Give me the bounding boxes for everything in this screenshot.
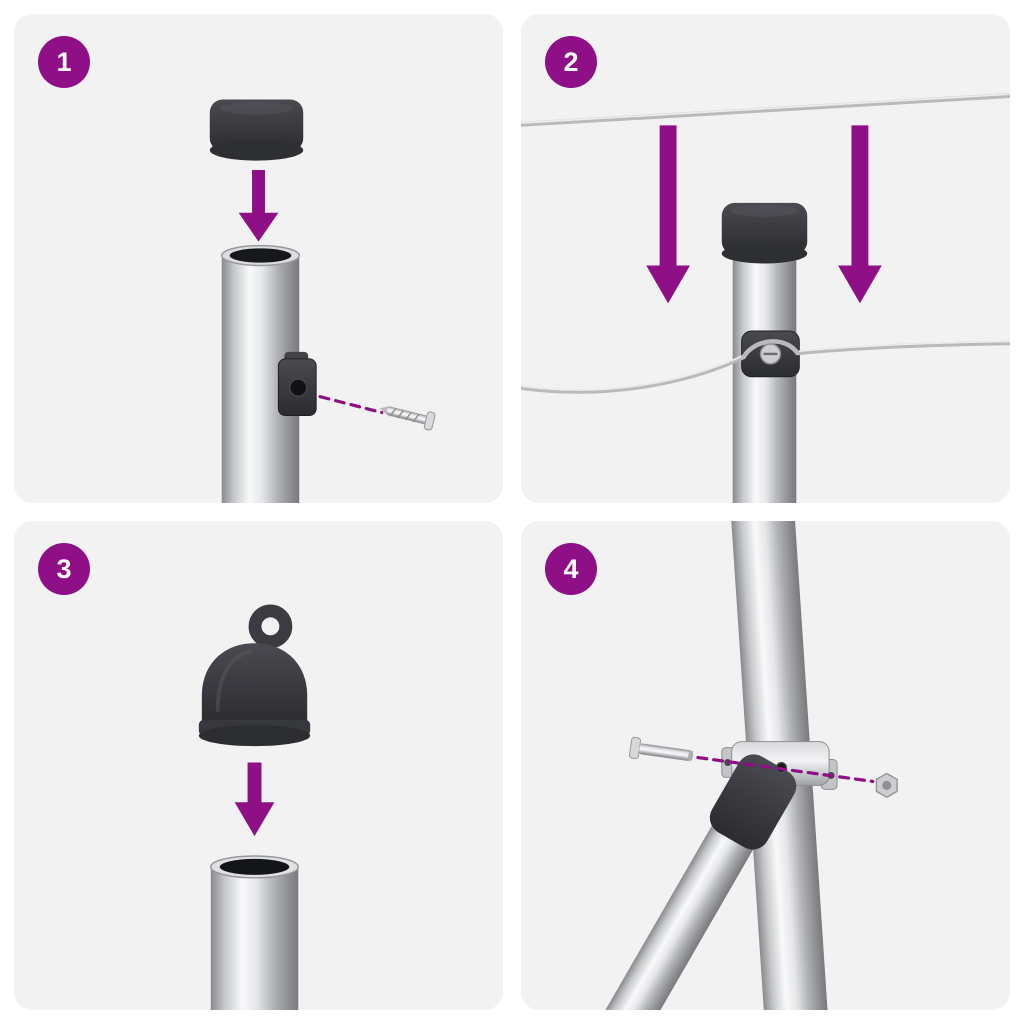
post-cap — [721, 202, 808, 264]
step-3-illustration — [198, 604, 311, 1010]
step-number-badge: 1 — [38, 36, 90, 88]
bolt — [629, 736, 694, 762]
down-arrow-icon — [238, 170, 279, 242]
down-arrow-left-icon — [646, 125, 690, 304]
eyelet-cap — [198, 604, 311, 747]
step-number-badge: 2 — [545, 36, 597, 88]
metal-post — [732, 252, 797, 503]
step-panel-4: 4 — [521, 521, 1010, 1010]
nut — [875, 772, 898, 799]
step-2-illustration — [521, 93, 1010, 503]
step-number-badge: 4 — [545, 543, 597, 595]
clamp-screw — [759, 343, 782, 365]
step-panel-3: 3 — [14, 521, 503, 1010]
step-number-badge: 3 — [38, 543, 90, 595]
step-number: 4 — [563, 553, 579, 584]
metal-tube — [210, 855, 300, 1010]
bolt-guide-line — [696, 755, 875, 783]
step-number: 3 — [56, 553, 72, 584]
step-4-illustration — [585, 521, 898, 1010]
brace-tube — [585, 754, 797, 1010]
brace-connector — [709, 754, 797, 850]
tension-wire — [521, 339, 1010, 394]
screw-guide-line — [318, 395, 384, 415]
step-number: 1 — [56, 46, 72, 77]
down-arrow-right-icon — [838, 125, 882, 304]
post-cap — [209, 99, 304, 161]
step-panel-2: 2 — [521, 14, 1010, 503]
top-wire — [521, 93, 1010, 127]
screw — [379, 406, 436, 431]
down-arrow-icon — [234, 762, 275, 837]
step-1-illustration — [209, 99, 436, 503]
wire-clamp — [277, 351, 317, 417]
step-panel-1: 1 — [14, 14, 503, 503]
step-number: 2 — [563, 46, 579, 77]
